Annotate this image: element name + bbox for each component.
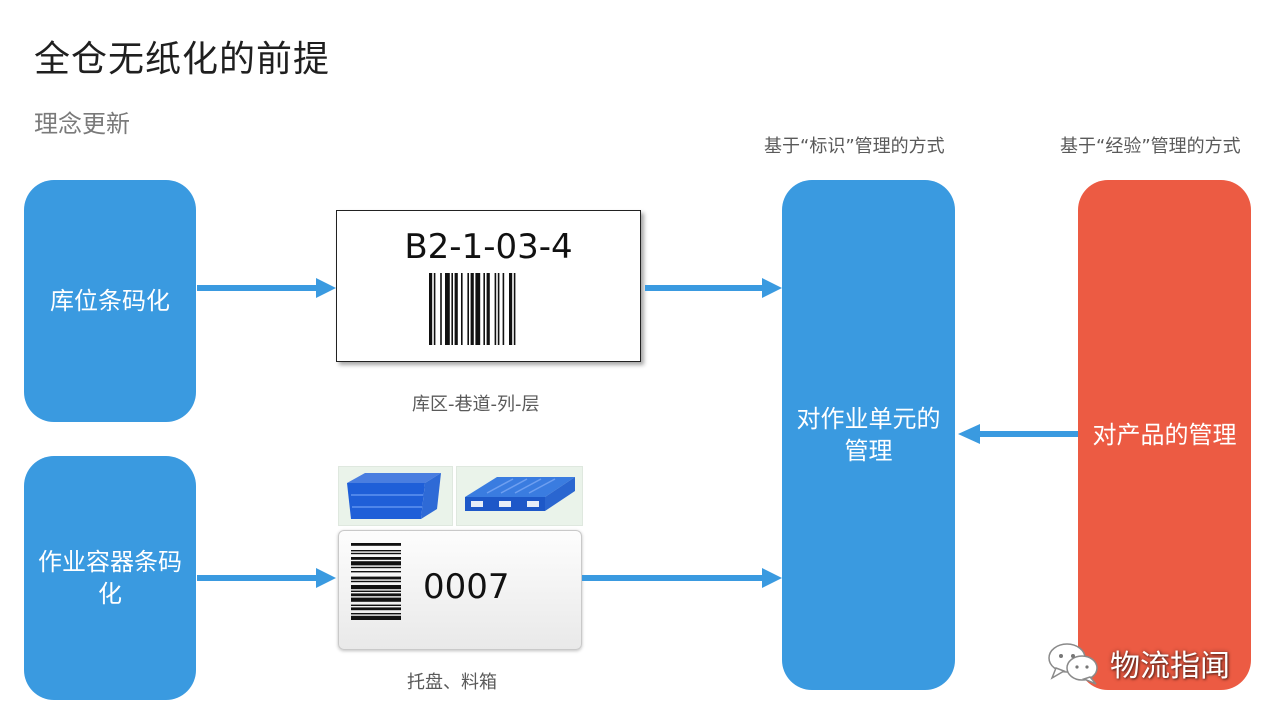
location-label-card: B2-1-03-4 [336,210,641,362]
pallet-image [456,466,583,526]
container-types-caption: 托盘、料箱 [407,672,497,693]
container-barcode-box: 作业容器条码化 [24,456,196,700]
arrow-tag-to-unit [582,568,782,588]
identification-mode-caption: 基于“标识”管理的方式 [764,136,945,157]
product-management-label: 对产品的管理 [1092,421,1237,449]
page-subtitle: 理念更新 [34,110,130,138]
arrow-label-to-unit [645,278,782,298]
crate-image [338,466,453,526]
unit-management-box: 对作业单元的管理 [782,180,955,690]
watermark: 物流指闻 [1046,640,1230,686]
page-title: 全仓无纸化的前提 [34,39,331,80]
container-code: 0007 [423,567,510,607]
location-barcode-label: 库位条码化 [50,287,170,315]
location-format-caption: 库区-巷道-列-层 [412,394,540,415]
watermark-text: 物流指闻 [1110,649,1230,684]
experience-mode-caption: 基于“经验”管理的方式 [1060,136,1241,157]
product-management-box: 对产品的管理 [1078,180,1251,690]
wechat-icon [1048,643,1098,685]
arrow-container-to-tag [197,568,336,588]
barcode-icon [351,543,401,620]
crate-icon [347,473,441,519]
arrow-location-to-label [197,278,336,298]
location-barcode-box: 库位条码化 [24,180,196,422]
barcode-icon [429,273,516,345]
pallet-icon [465,477,575,511]
arrow-product-to-unit [958,424,1078,444]
location-code: B2-1-03-4 [404,227,573,267]
container-tag-card: 0007 [338,530,582,650]
container-barcode-label: 作业容器条码化 [38,548,182,608]
unit-management-label: 对作业单元的管理 [796,405,941,465]
